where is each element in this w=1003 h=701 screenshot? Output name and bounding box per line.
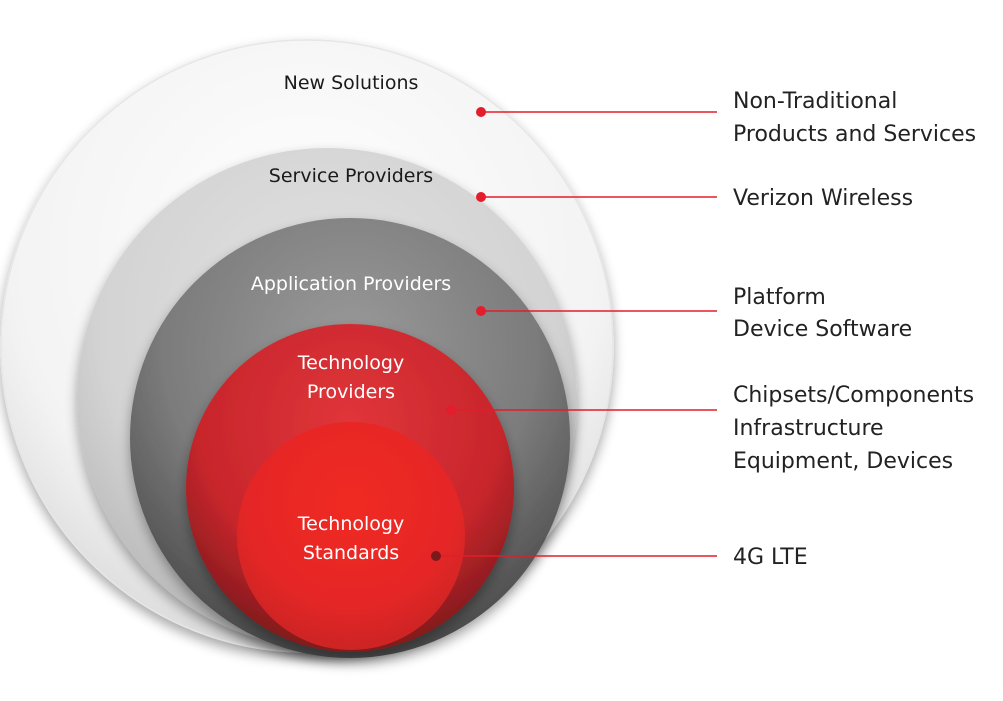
side-label-equipment-devices: Equipment, Devices (733, 449, 953, 474)
side-label-non-traditional-line2: Products and Services (733, 122, 976, 147)
ring-label-application-providers: Application Providers (251, 273, 451, 295)
leader-new-solutions (476, 107, 717, 117)
leader-technology-standards (431, 551, 717, 561)
ring-label-service-providers: Service Providers (269, 165, 433, 187)
ring-technology-standards (237, 422, 465, 650)
side-label-chipsets-components: Chipsets/Components (733, 383, 974, 408)
leader-technology-providers (446, 405, 717, 415)
ring-label-new-solutions: New Solutions (284, 72, 419, 94)
ring-label-technology-providers-line2: Providers (307, 381, 395, 403)
side-label-non-traditional-line1: Non-Traditional (733, 89, 897, 114)
side-label-verizon-wireless: Verizon Wireless (733, 186, 913, 211)
side-label-device-software: Device Software (733, 317, 912, 342)
ring-label-technology-standards-line2: Standards (303, 542, 399, 564)
ring-label-technology-providers-line1: Technology (297, 352, 404, 374)
leader-service-providers (476, 192, 717, 202)
leader-application-providers (476, 306, 717, 316)
ring-label-technology-standards-line1: Technology (297, 513, 404, 535)
side-label-infrastructure: Infrastructure (733, 416, 884, 441)
side-label-platform: Platform (733, 285, 826, 310)
side-label-4g-lte: 4G LTE (733, 545, 808, 570)
